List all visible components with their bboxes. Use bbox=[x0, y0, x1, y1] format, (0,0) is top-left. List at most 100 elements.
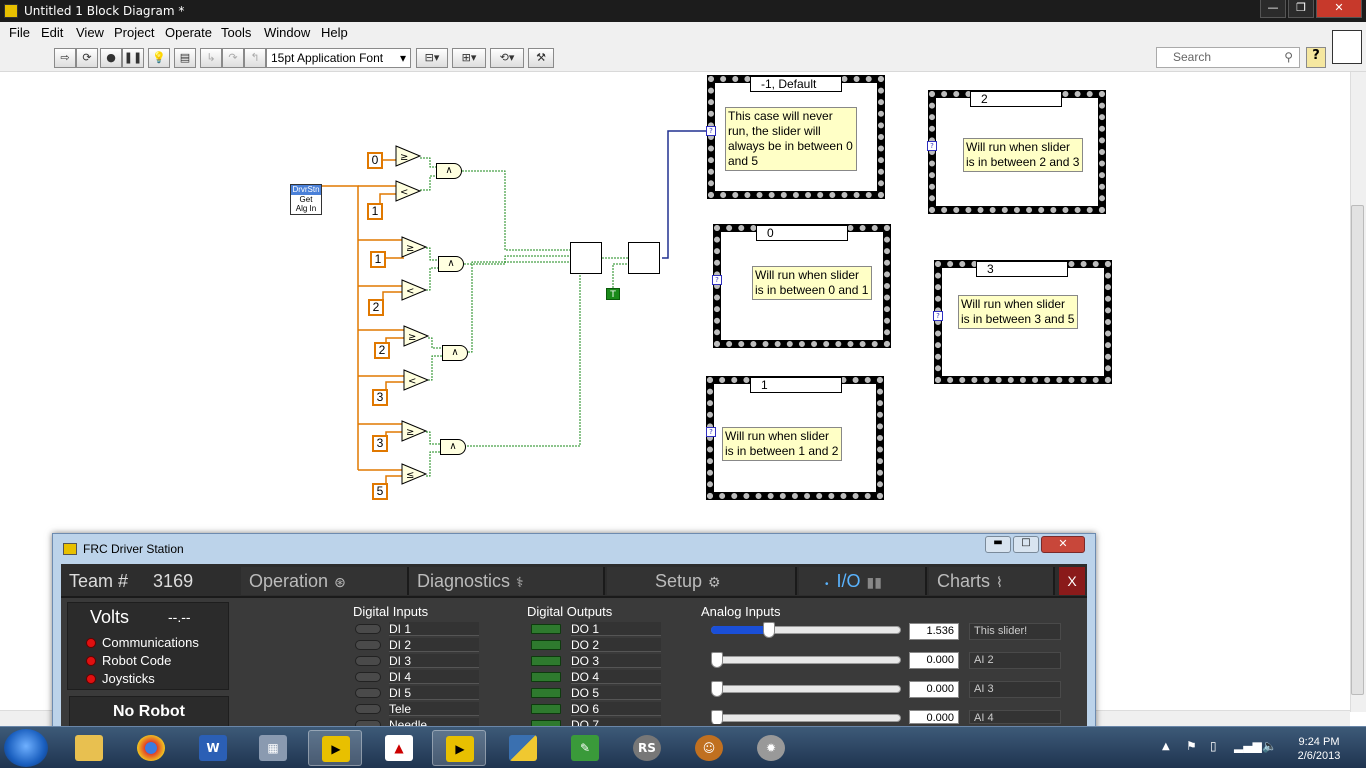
device-icon[interactable]: ▯ bbox=[1210, 739, 1217, 753]
case-selector-label[interactable]: 1 bbox=[750, 377, 842, 393]
build-array-node-icon[interactable] bbox=[570, 242, 602, 274]
and-gate[interactable]: ∧ bbox=[442, 345, 468, 361]
menu-window[interactable]: Window bbox=[264, 25, 311, 40]
align-objects-icon[interactable]: ⊟▾ bbox=[416, 48, 448, 68]
case-selector-label[interactable]: 3 bbox=[976, 261, 1068, 277]
ds-minimize-button[interactable]: ▬ bbox=[985, 536, 1011, 553]
slider-thumb[interactable] bbox=[711, 710, 723, 724]
driver-station-get-analog-node[interactable]: DrvrStn Get Alg In bbox=[290, 184, 322, 215]
evernote-taskbar-button[interactable]: ✎ bbox=[558, 730, 612, 766]
menu-tools[interactable]: Tools bbox=[221, 25, 252, 40]
digital-output-row[interactable]: DO 4 bbox=[531, 670, 661, 684]
menu-file[interactable]: File bbox=[9, 25, 30, 40]
analog-value-field[interactable]: 0.000 bbox=[909, 710, 959, 724]
vertical-scroll-thumb[interactable] bbox=[1351, 205, 1364, 695]
distribute-objects-icon[interactable]: ⊞▾ bbox=[452, 48, 486, 68]
explorer-taskbar-button[interactable] bbox=[62, 730, 116, 766]
digital-input-row[interactable]: DI 5 bbox=[355, 686, 485, 700]
analog-value-field[interactable]: 0.000 bbox=[909, 681, 959, 698]
slider-thumb[interactable] bbox=[763, 622, 775, 638]
pause-icon[interactable]: ❚❚ bbox=[122, 48, 144, 68]
close-button[interactable]: ✕ bbox=[1316, 0, 1362, 18]
numeric-constant[interactable]: 2 bbox=[374, 342, 390, 359]
minimize-button[interactable]: — bbox=[1260, 0, 1286, 18]
case-selector-label[interactable]: 0 bbox=[756, 225, 848, 241]
digital-input-row[interactable]: DI 1 bbox=[355, 622, 485, 636]
tab-setup[interactable]: Setup⚙ bbox=[607, 567, 797, 595]
tab-diagnostics[interactable]: Diagnostics⚕ bbox=[409, 567, 605, 595]
run-continuously-icon[interactable]: ⟳ bbox=[76, 48, 98, 68]
run-arrow-icon[interactable]: ⇨ bbox=[54, 48, 76, 68]
digital-input-row[interactable]: Needle bbox=[355, 718, 485, 728]
app-taskbar-button[interactable]: ☺ bbox=[682, 730, 736, 766]
cleanup-diagram-icon[interactable]: ⚒ bbox=[528, 48, 554, 68]
digital-input-row[interactable]: DI 4 bbox=[355, 670, 485, 684]
tab-operation[interactable]: Operation⊛ bbox=[241, 567, 409, 595]
digital-output-row[interactable]: DO 5 bbox=[531, 686, 661, 700]
reorder-icon[interactable]: ⟲▾ bbox=[490, 48, 524, 68]
tab-charts[interactable]: Charts⌇ bbox=[929, 567, 1055, 595]
menu-operate[interactable]: Operate bbox=[165, 25, 212, 40]
labview-taskbar-button[interactable]: ▶ bbox=[308, 730, 362, 766]
numeric-constant[interactable]: 1 bbox=[367, 203, 383, 220]
step-out-icon[interactable]: ↰ bbox=[244, 48, 266, 68]
menu-view[interactable]: View bbox=[76, 25, 104, 40]
digital-output-row[interactable]: DO 6 bbox=[531, 702, 661, 716]
analog-value-field[interactable]: 1.536 bbox=[909, 623, 959, 640]
menu-edit[interactable]: Edit bbox=[41, 25, 64, 40]
numeric-constant[interactable]: 2 bbox=[368, 299, 384, 316]
menu-help[interactable]: Help bbox=[321, 25, 348, 40]
digital-output-row[interactable]: DO 2 bbox=[531, 638, 661, 652]
ds-close-button[interactable]: ✕ bbox=[1041, 536, 1085, 553]
python-taskbar-button[interactable] bbox=[496, 730, 550, 766]
true-constant[interactable]: T bbox=[606, 288, 620, 300]
analog-slider[interactable] bbox=[711, 622, 905, 646]
digital-input-row[interactable]: DI 3 bbox=[355, 654, 485, 668]
tab-io[interactable]: •I/O▮▮ bbox=[799, 567, 927, 595]
numeric-constant[interactable]: 5 bbox=[372, 483, 388, 500]
analog-slider[interactable] bbox=[711, 652, 905, 676]
chrome-taskbar-button[interactable] bbox=[124, 730, 178, 766]
digital-input-row[interactable]: DI 2 bbox=[355, 638, 485, 652]
menu-project[interactable]: Project bbox=[114, 25, 155, 40]
app-taskbar-button[interactable]: ✹ bbox=[744, 730, 798, 766]
step-into-icon[interactable]: ↳ bbox=[200, 48, 222, 68]
numeric-constant[interactable]: 3 bbox=[372, 435, 388, 452]
word-taskbar-button[interactable]: W bbox=[186, 730, 240, 766]
digital-input-row[interactable]: Tele bbox=[355, 702, 485, 716]
digital-output-row[interactable]: DO 3 bbox=[531, 654, 661, 668]
and-gate[interactable]: ∧ bbox=[436, 163, 462, 179]
and-gate[interactable]: ∧ bbox=[440, 439, 466, 455]
driver-station-taskbar-button[interactable]: ▶ bbox=[432, 730, 486, 766]
analog-value-field[interactable]: 0.000 bbox=[909, 652, 959, 669]
digital-output-row[interactable]: DO 7 bbox=[531, 718, 661, 728]
volume-icon[interactable]: 🔈 bbox=[1262, 739, 1277, 753]
search-array-node-icon[interactable] bbox=[628, 242, 660, 274]
network-icon[interactable]: ▂▄▆ bbox=[1234, 739, 1262, 753]
maximize-button[interactable]: ❐ bbox=[1288, 0, 1314, 18]
slider-thumb[interactable] bbox=[711, 652, 723, 668]
highlight-execution-icon[interactable]: 💡 bbox=[148, 48, 170, 68]
ds-exit-button[interactable]: X bbox=[1059, 567, 1085, 595]
font-dropdown[interactable]: 15pt Application Font▾ bbox=[266, 48, 411, 68]
analog-slider[interactable] bbox=[711, 710, 905, 724]
numeric-constant[interactable]: 3 bbox=[372, 389, 388, 406]
case-selector-label[interactable]: -1, Default bbox=[750, 76, 842, 92]
numeric-constant[interactable]: 1 bbox=[370, 251, 386, 268]
and-gate[interactable]: ∧ bbox=[438, 256, 464, 272]
retain-wire-values-icon[interactable]: ▤ bbox=[174, 48, 196, 68]
abort-icon[interactable]: ● bbox=[100, 48, 122, 68]
case-selector-label[interactable]: 2 bbox=[970, 91, 1062, 107]
start-button[interactable] bbox=[4, 729, 48, 767]
calculator-taskbar-button[interactable]: ▦ bbox=[246, 730, 300, 766]
show-hidden-icons-icon[interactable]: ▲ bbox=[1162, 741, 1170, 752]
numeric-constant[interactable]: 0 bbox=[367, 152, 383, 169]
ds-maximize-button[interactable]: □ bbox=[1013, 536, 1039, 553]
first-dashboard-taskbar-button[interactable]: ▲ bbox=[372, 730, 426, 766]
digital-output-row[interactable]: DO 1 bbox=[531, 622, 661, 636]
analog-slider[interactable] bbox=[711, 681, 905, 705]
taskbar-clock[interactable]: 9:24 PM 2/6/2013 bbox=[1288, 735, 1350, 763]
step-over-icon[interactable]: ↷ bbox=[222, 48, 244, 68]
flag-icon[interactable]: ⚑ bbox=[1186, 739, 1197, 753]
slider-thumb[interactable] bbox=[711, 681, 723, 697]
